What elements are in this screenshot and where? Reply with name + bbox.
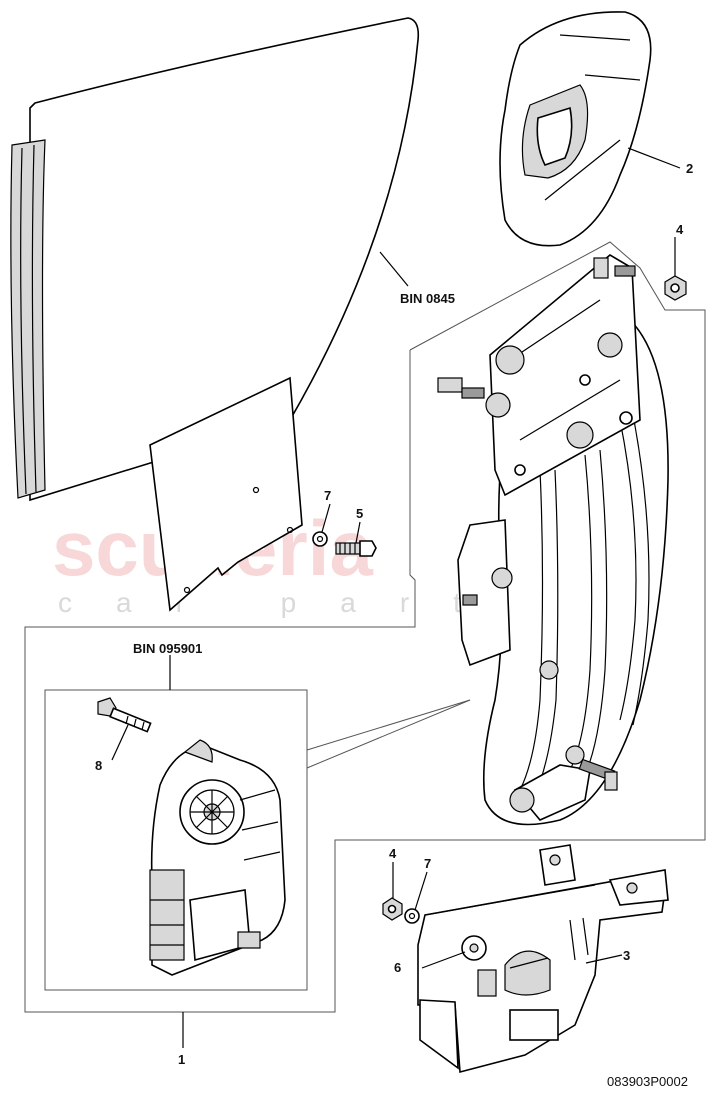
callout-7-lower: 7 xyxy=(424,856,431,871)
bin-label-motor: BIN 095901 xyxy=(133,641,202,656)
part-5-bolt xyxy=(335,540,377,557)
callout-2: 2 xyxy=(686,161,693,176)
inset-link-line-2 xyxy=(306,699,471,769)
callout-6: 6 xyxy=(394,960,401,975)
callout-5: 5 xyxy=(356,506,363,521)
regulator-frame xyxy=(24,241,706,1013)
part-4-nut-top xyxy=(664,275,687,301)
window-regulator xyxy=(437,254,669,826)
inset-link-line xyxy=(306,699,471,751)
part-2-cover xyxy=(499,11,652,247)
motor-inset-frame xyxy=(44,689,308,991)
part-7-washer-lower xyxy=(404,908,420,924)
part-3-bracket xyxy=(417,844,669,1074)
part-8-bolt xyxy=(97,697,152,733)
callout-4-top: 4 xyxy=(676,222,684,237)
callout-labels: BIN 0845 BIN 095901 2 4 7 5 8 4 7 3 6 1 … xyxy=(95,161,693,1089)
window-glass xyxy=(10,17,420,612)
bin-label-glass: BIN 0845 xyxy=(400,291,455,306)
part-7-washer-upper xyxy=(312,531,328,547)
callout-1: 1 xyxy=(178,1052,185,1067)
callout-3: 3 xyxy=(623,948,630,963)
window-motor xyxy=(149,739,286,976)
part-4-nut-lower xyxy=(382,897,403,921)
watermark-sub: car parts xyxy=(58,587,563,618)
callout-7-upper: 7 xyxy=(324,488,331,503)
leader-lines xyxy=(111,147,681,1048)
callout-8: 8 xyxy=(95,758,102,773)
part-6-washer xyxy=(461,935,487,961)
callout-4-lower: 4 xyxy=(389,846,397,861)
drawing-code: 083903P0002 xyxy=(607,1074,688,1089)
